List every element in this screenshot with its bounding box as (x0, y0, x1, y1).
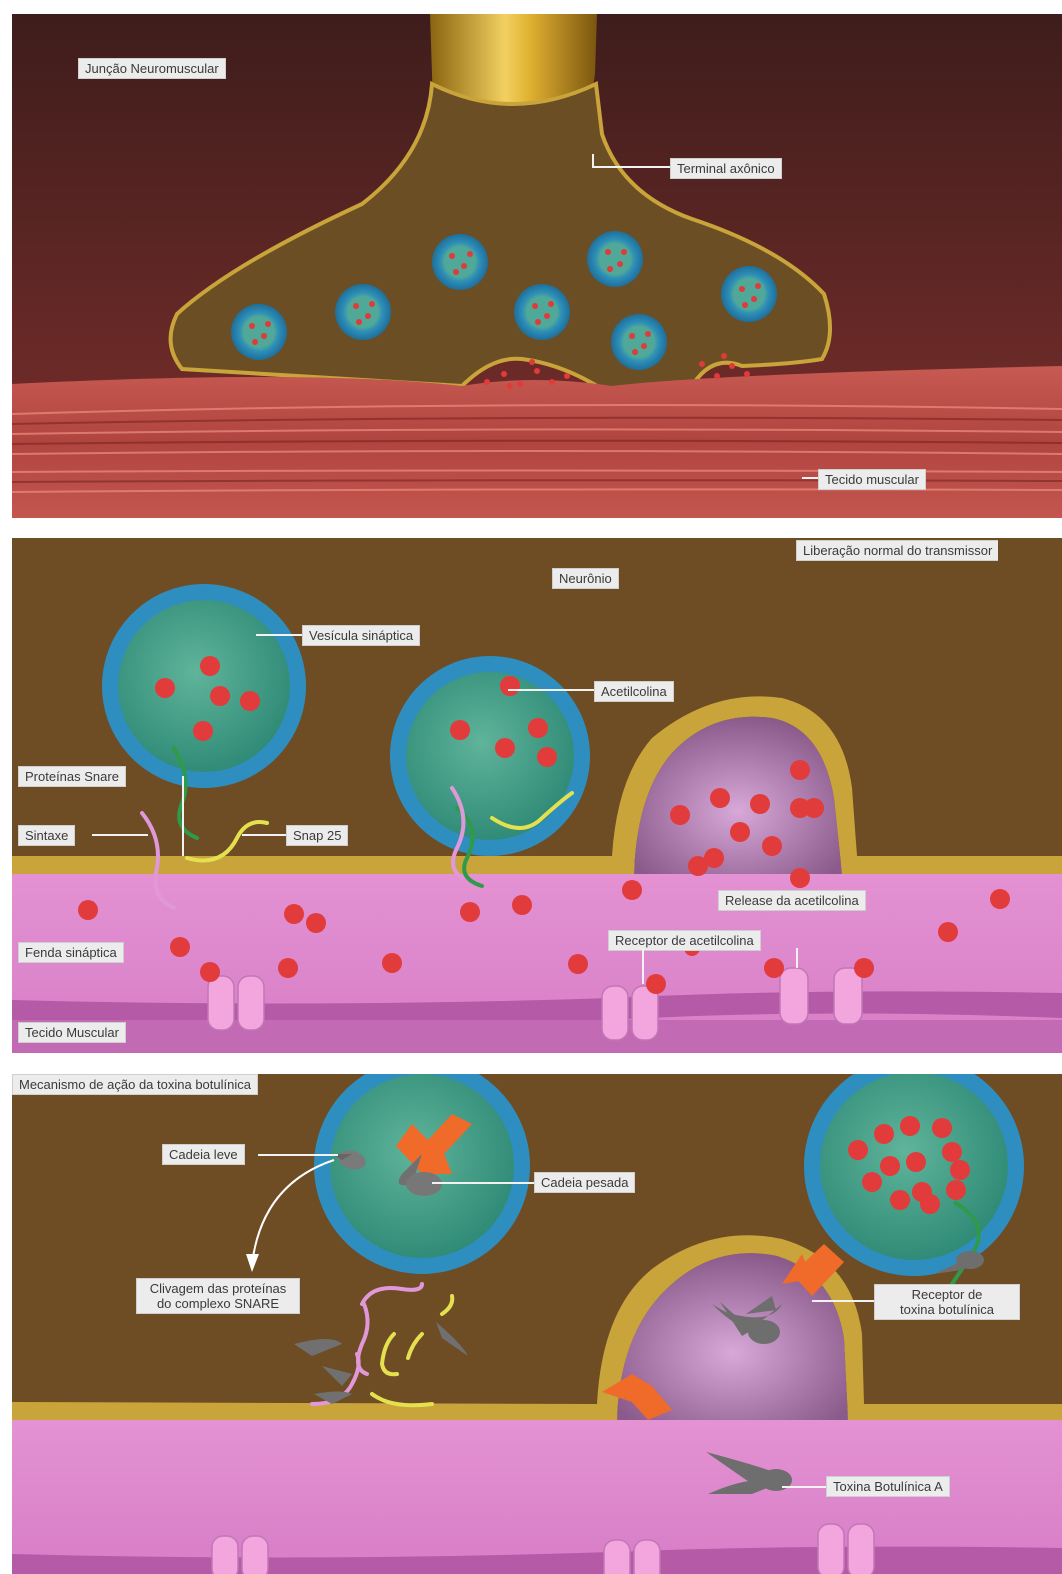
toxin-receptor-label: Receptor de toxina botulínica (874, 1284, 1020, 1320)
toxin-receptor-line-1: Receptor de (881, 1287, 1013, 1302)
botulinum-toxin-mechanism-panel: Mecanismo de ação da toxina botulínica C… (12, 1074, 1062, 1574)
panel-title: Junção Neuromuscular (78, 58, 226, 79)
botulinum-toxin-a-label: Toxina Botulínica A (826, 1476, 950, 1497)
acetylcholine-label: Acetilcolina (594, 681, 674, 702)
panel-title: Liberação normal do transmissor (796, 540, 998, 561)
snare-cleavage-label: Clivagem das proteínas do complexo SNARE (136, 1278, 300, 1314)
leader-line (432, 1182, 536, 1184)
neuromuscular-junction-panel: Junção Neuromuscular Terminal axônico Te… (12, 14, 1062, 518)
leader-line (256, 634, 304, 636)
synaptic-cleft-label: Fenda sináptica (18, 942, 124, 963)
muscle-tissue-label: Tecido Muscular (18, 1022, 126, 1043)
leader-line (782, 1486, 828, 1488)
leader-line (796, 948, 798, 968)
leader-line (592, 154, 594, 168)
heavy-chain-label: Cadeia pesada (534, 1172, 635, 1193)
acetylcholine-receptor-label: Receptor de acetilcolina (608, 930, 761, 951)
neuromuscular-junction-illustration (12, 14, 1062, 518)
normal-transmitter-release-panel: Liberação normal do transmissor Neurônio… (12, 538, 1062, 1053)
neuron-label: Neurônio (552, 568, 619, 589)
leader-line (592, 166, 670, 168)
syntaxin-label: Sintaxe (18, 825, 75, 846)
muscle-tissue-label: Tecido muscular (818, 469, 926, 490)
snare-cleavage-line-2: do complexo SNARE (143, 1296, 293, 1311)
leader-line (508, 689, 596, 691)
leader-line (258, 1154, 338, 1156)
toxin-receptor-line-2: toxina botulínica (881, 1302, 1013, 1317)
acetylcholine-release-label: Release da acetilcolina (718, 890, 866, 911)
transmitter-release-illustration (12, 538, 1062, 1053)
light-chain-label: Cadeia leve (162, 1144, 245, 1165)
snap25-label: Snap 25 (286, 825, 348, 846)
leader-line (812, 1300, 876, 1302)
leader-line (92, 834, 148, 836)
snare-proteins-label: Proteínas Snare (18, 766, 126, 787)
synaptic-vesicle-label: Vesícula sináptica (302, 625, 420, 646)
leader-line (182, 776, 184, 856)
leader-line (242, 834, 288, 836)
leader-line (642, 948, 644, 984)
axon-terminal-label: Terminal axônico (670, 158, 782, 179)
snare-cleavage-line-1: Clivagem das proteínas (143, 1281, 293, 1296)
panel-title: Mecanismo de ação da toxina botulínica (12, 1074, 258, 1095)
